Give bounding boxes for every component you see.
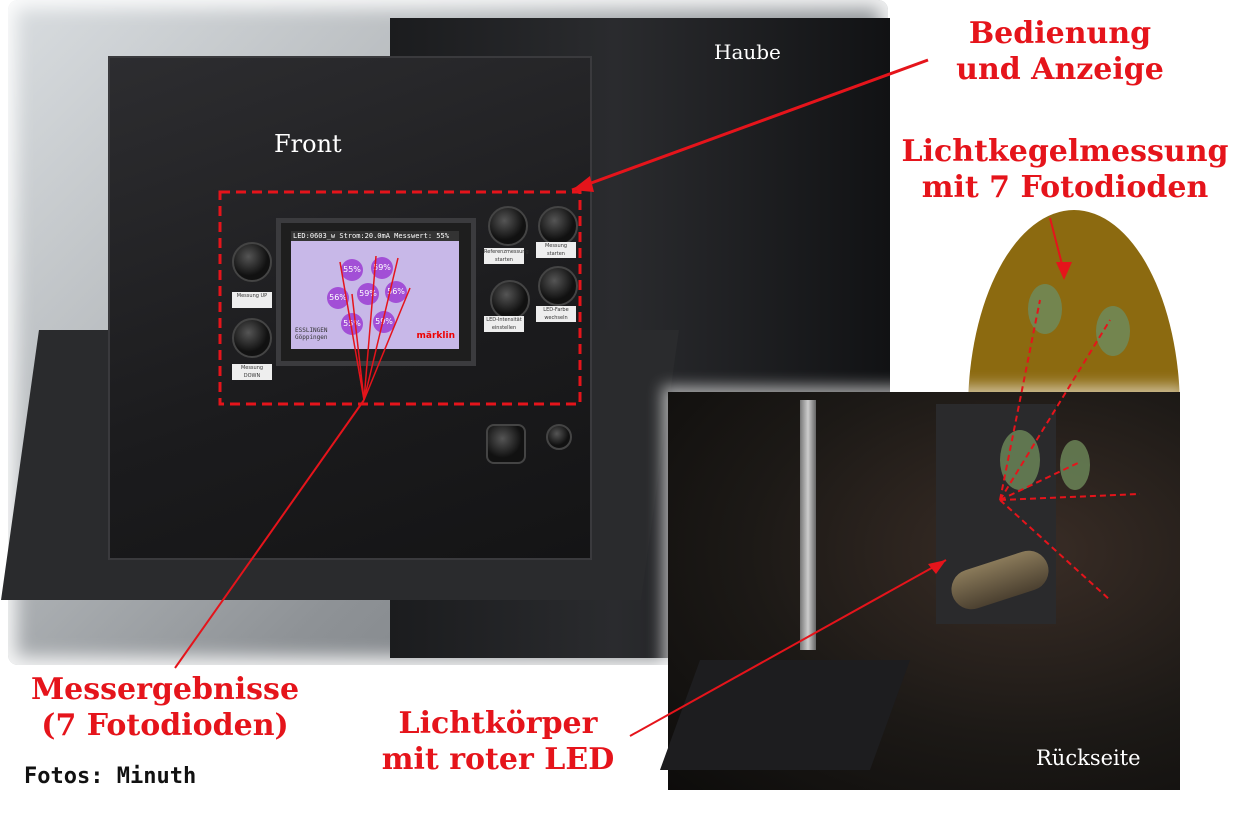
bedienung-line2: und Anzeige (956, 52, 1164, 87)
beam-line (999, 299, 1041, 501)
power-connector (546, 424, 572, 450)
led-intensity-label: LED-Intensität einstellen (484, 316, 524, 332)
display-status-line: LED:0603_w Strom:20.0mA Messwert: 55% (291, 231, 459, 241)
beam-line (999, 499, 1111, 601)
result-line (363, 287, 411, 401)
messung-down-label: Messung DOWN (232, 364, 272, 380)
stand-rod (800, 400, 816, 650)
pointer-line (174, 399, 365, 669)
lichtkegel-label: Lichtkegelmessung mit 7 Fotodioden (880, 134, 1250, 206)
lichtkoerper-label: Lichtkörper mit roter LED (368, 706, 628, 778)
city2-text: Göppingen (295, 334, 328, 341)
city-text: ESSLINGEN (295, 327, 328, 334)
arrow-head (928, 560, 946, 574)
arrow-head (1056, 262, 1072, 280)
arrow-head (572, 176, 594, 192)
led-intensity-knob[interactable] (490, 280, 530, 320)
led-color-button[interactable] (538, 266, 578, 306)
result-bubble: 55% (341, 259, 363, 281)
messergebnisse-line2: (7 Fotodioden) (41, 708, 289, 743)
photodiode-spot (1028, 284, 1062, 334)
messung-up-label: Messung UP (232, 292, 272, 308)
referenz-button[interactable] (488, 206, 528, 246)
lcd-display: LED:0603_w Strom:20.0mA Messwert: 55% 55… (276, 218, 476, 366)
led-color-label: LED-Farbe wechseln (536, 306, 576, 322)
bedienung-line1: Bedienung (968, 16, 1152, 51)
beam-line (999, 319, 1111, 501)
power-switch[interactable] (486, 424, 526, 464)
messung-up-button[interactable] (232, 242, 272, 282)
rueckseite-caption: Rückseite (1036, 746, 1141, 770)
lcd-screen: LED:0603_w Strom:20.0mA Messwert: 55% 55… (291, 231, 459, 349)
result-bubble: 59% (373, 311, 395, 333)
messergebnisse-line1: Messergebnisse (30, 672, 300, 707)
result-line (363, 257, 399, 401)
result-line (339, 261, 365, 401)
referenz-label: Referenzmessung starten (484, 248, 529, 264)
photodiode-spot (1096, 306, 1130, 356)
messergebnisse-label: Messergebnisse (7 Fotodioden) (20, 672, 310, 744)
result-line (363, 255, 377, 401)
highlight-frame (218, 190, 582, 406)
messung-down-button[interactable] (232, 318, 272, 358)
beam-line (999, 461, 1081, 501)
result-line (351, 293, 365, 401)
lichtkoerper-line2: mit roter LED (381, 742, 615, 777)
haube-caption: Haube (714, 40, 781, 64)
lichtkegel-line1: Lichtkegelmessung (901, 134, 1229, 169)
result-bubble: 56% (327, 287, 349, 309)
messung-starten-label: Messung starten (536, 242, 576, 258)
pointer-line (629, 559, 947, 737)
photodiode-spot (1000, 430, 1040, 490)
result-bubble: 55% (341, 313, 363, 335)
brand-logo: märklin (416, 331, 455, 341)
lichtkoerper-line1: Lichtkörper (398, 706, 598, 741)
display-city: ESSLINGEN Göppingen (295, 327, 328, 341)
bedienung-label: Bedienung und Anzeige (940, 16, 1180, 88)
beam-line (999, 493, 1141, 501)
pointer-line (571, 58, 929, 192)
front-caption: Front (274, 130, 342, 158)
result-bubble: 59% (371, 257, 393, 279)
lichtkegel-line2: mit 7 Fotodioden (921, 170, 1209, 205)
photo-credit: Fotos: Minuth (24, 764, 197, 789)
